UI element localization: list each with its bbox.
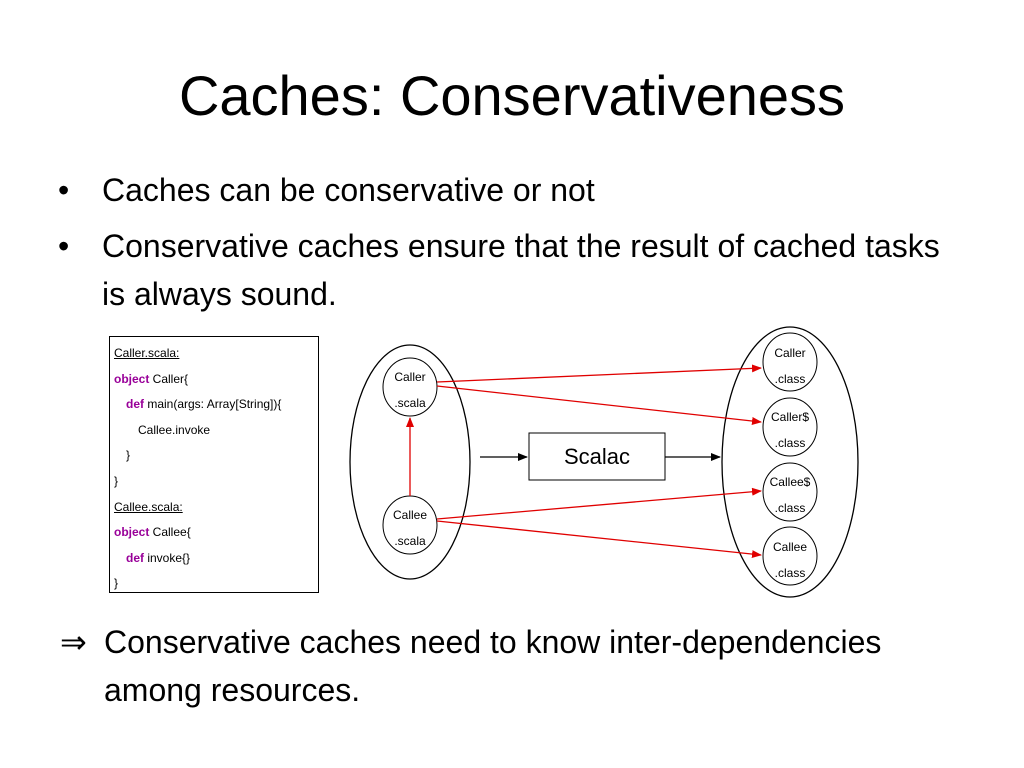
node-label: Caller [774,346,805,360]
code-text: main(args: Array[String]){ [144,397,282,412]
keyword: object [114,371,150,386]
bullet-text: Conservative caches ensure that the resu… [102,228,940,312]
node-label: .scala [394,396,426,410]
code-box: Caller.scala: object Caller{ def main(ar… [109,336,319,593]
code-text: } [114,576,119,591]
bullet-dot: • [58,228,70,264]
node-label: .class [775,372,806,386]
code-line: object Caller{ [114,367,318,393]
bullet-text: Caches can be conservative or not [102,172,595,208]
node-label: Callee [773,540,807,554]
dependency-arrow [436,385,762,425]
node-label: Caller [394,370,425,384]
code-line: Caller.scala: [114,341,318,367]
implies-arrow-icon: ⇒ [60,623,87,661]
code-text: Caller{ [149,371,189,386]
keyword: def [126,550,144,565]
output-node-callee-dollar-class: Callee$ .class [762,462,818,522]
bullet-list: • Caches can be conservative or not • Co… [58,166,958,326]
node-label: .class [775,501,806,515]
keyword: def [126,397,144,412]
code-text: } [114,473,119,488]
keyword: object [114,525,150,540]
node-ellipse [762,462,818,522]
code-line: Callee.scala: [114,495,318,521]
code-text: Callee.invoke [138,422,211,437]
slide-title: Caches: Conservativeness [178,64,846,127]
output-node-callee-class: Callee .class [762,526,818,586]
dependency-arrow [436,364,762,383]
outputs-group-ellipse [721,326,859,598]
code-line: } [114,469,318,495]
callee-filename: Callee.scala: [114,499,183,514]
caller-filename: Caller.scala: [114,346,180,360]
node-ellipse [762,332,818,392]
code-text: invoke{} [144,550,191,565]
node-label: .class [775,436,806,450]
node-label: .class [775,566,806,580]
conclusion-text: Conservative caches need to know inter-d… [104,624,882,708]
dependency-arrow [436,487,762,520]
node-ellipse [762,397,818,457]
code-line: Callee.invoke [114,418,318,444]
source-node-caller: Caller .scala [382,357,438,417]
code-text: } [126,448,131,463]
scalac-compiler-box: Scalac [528,432,666,481]
bullet-item: • Conservative caches ensure that the re… [58,222,958,318]
node-ellipse [762,526,818,586]
code-line: def invoke{} [114,546,318,572]
compiler-label: Scalac [564,444,630,469]
output-node-caller-dollar-class: Caller$ .class [762,397,818,457]
code-line: def main(args: Array[String]){ [114,392,318,418]
code-line: } [114,443,318,469]
node-label: Callee$ [770,475,811,489]
code-line: object Callee{ [114,520,318,546]
conclusion: ⇒ Conservative caches need to know inter… [60,618,960,714]
node-label: Caller$ [771,410,809,424]
bullet-dot: • [58,172,70,208]
dependency-arrow [436,520,762,559]
code-text: Callee{ [149,525,191,540]
bullet-item: • Caches can be conservative or not [58,166,958,214]
node-label: .scala [394,534,426,548]
node-label: Callee [393,508,427,522]
code-line: } [114,571,318,597]
source-node-callee: Callee .scala [382,495,438,555]
sources-group-ellipse [349,344,471,580]
compiler-rect [528,432,666,481]
output-node-caller-class: Caller .class [762,332,818,392]
node-ellipse [382,357,438,417]
